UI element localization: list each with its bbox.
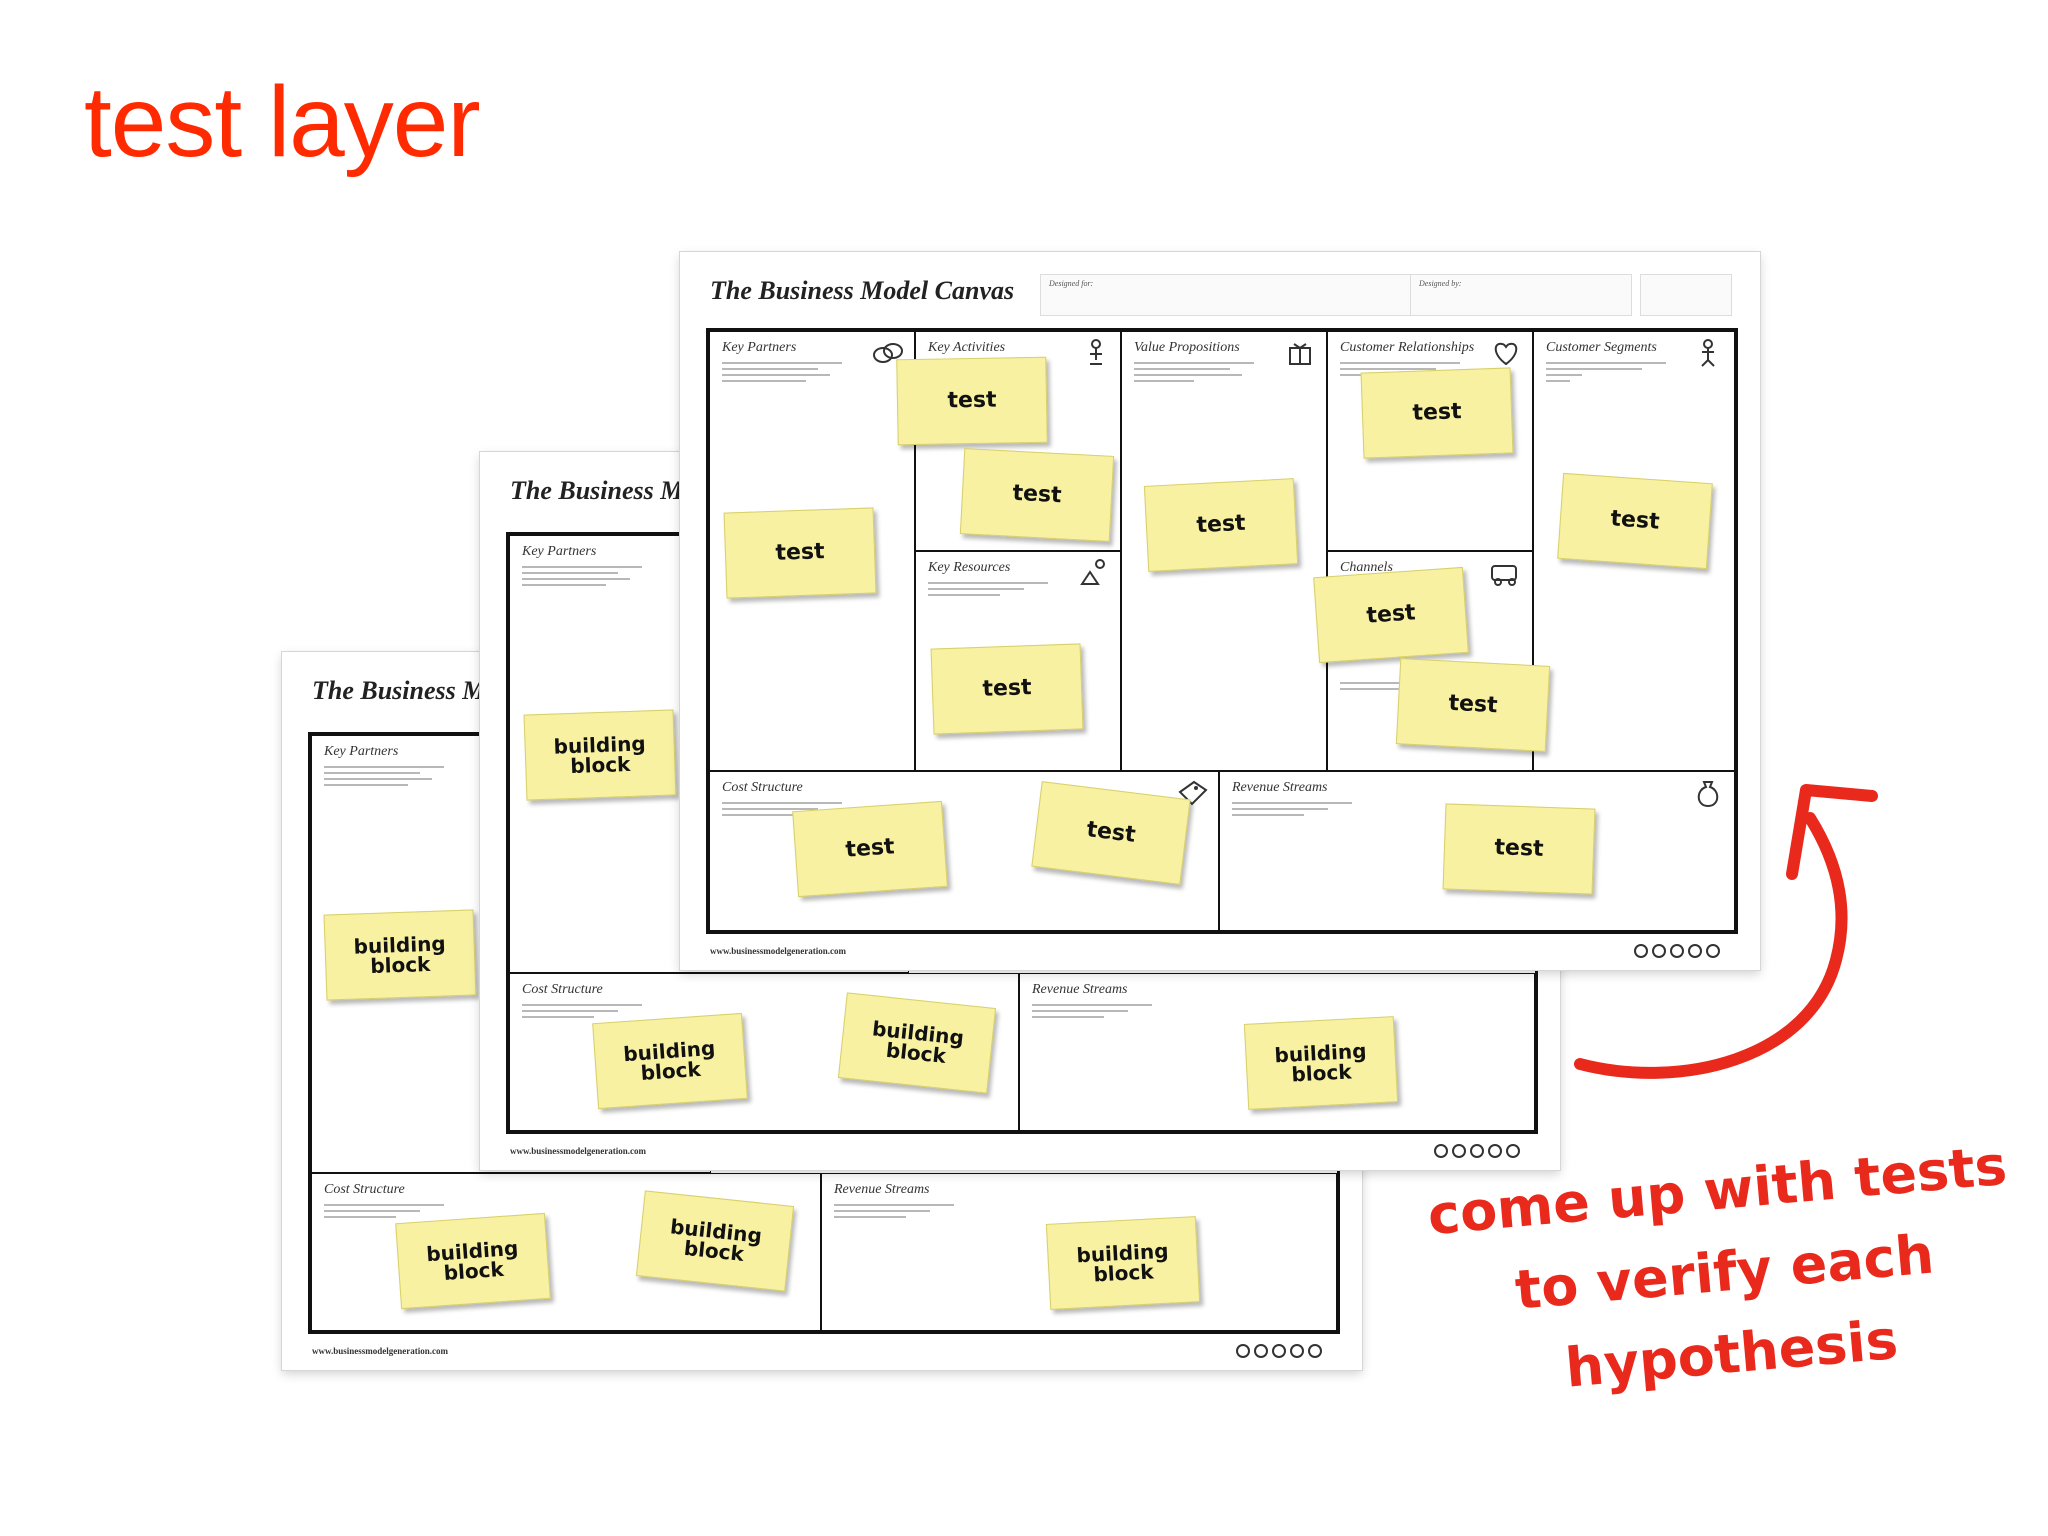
curved-arrow-icon: [1574, 784, 1878, 1079]
sticky-note: test: [1313, 566, 1469, 664]
slide-title: test layer: [84, 66, 481, 178]
block-key-resources: Key Resources: [915, 551, 1121, 771]
guide-text: [324, 766, 444, 790]
canvas-title: The Business M: [312, 676, 486, 705]
block-label: Key Resources: [928, 560, 1011, 575]
guide-text: [1032, 1004, 1152, 1022]
sticky-note: test: [930, 643, 1084, 735]
guide-text: [522, 1004, 642, 1022]
worker-icon: [1090, 339, 1102, 365]
guide-text: [324, 1204, 444, 1222]
person-icon: [1701, 339, 1715, 367]
block-label: Key Partners: [722, 340, 797, 355]
canvas-grid: Key Partners Key Activities Key Resource…: [706, 328, 1738, 934]
license-icons: [1236, 1344, 1322, 1358]
sticky-note: building block: [323, 909, 477, 1001]
date-box: [1640, 274, 1732, 316]
sticky-note: test: [1143, 478, 1299, 572]
designed-by-box: Designed by:: [1410, 274, 1632, 316]
block-label: Customer Relationships: [1340, 340, 1475, 355]
canvas-url: www.businessmodelgeneration.com: [710, 946, 847, 956]
block-label: Cost Structure: [522, 982, 603, 997]
designed-for-label: Designed for:: [1049, 279, 1094, 288]
sticky-note: test: [1031, 781, 1191, 885]
heart-icon: [1494, 342, 1518, 366]
sticky-note: building block: [395, 1212, 551, 1310]
block-label: Revenue Streams: [834, 1182, 930, 1197]
canvas-url: www.businessmodelgeneration.com: [510, 1146, 647, 1156]
truck-icon: [1491, 565, 1517, 586]
guide-text: [928, 582, 1048, 600]
license-icons: [1434, 1144, 1520, 1158]
guide-text: [1134, 362, 1254, 386]
designed-by-label: Designed by:: [1419, 279, 1462, 288]
sticky-note: building block: [592, 1012, 748, 1110]
guide-text: [722, 802, 842, 820]
sticky-note: test: [723, 507, 877, 599]
canvas-title: The Business Model Canvas: [710, 276, 1015, 305]
block-label: Revenue Streams: [1032, 982, 1128, 997]
sticky-note: test: [792, 800, 948, 898]
canvas-url: www.businessmodelgeneration.com: [312, 1346, 449, 1356]
gift-icon: [1289, 343, 1311, 365]
designed-for-box: Designed for:: [1040, 274, 1412, 316]
block-label: Value Propositions: [1134, 340, 1240, 355]
chain-icon: [873, 343, 903, 363]
block-revenue-streams: Revenue Streams: [1219, 771, 1735, 931]
block-revenue-streams: Revenue Streams: [821, 1173, 1337, 1331]
block-label: Customer Segments: [1546, 340, 1657, 355]
block-value-propositions: Value Propositions: [1121, 331, 1327, 771]
block-label: Cost Structure: [324, 1182, 405, 1197]
guide-text: [522, 566, 642, 590]
guide-text: [722, 362, 842, 386]
sticky-note: building block: [837, 992, 997, 1094]
sticky-note: building block: [1045, 1216, 1201, 1310]
sticky-note: test: [1395, 658, 1551, 752]
block-revenue-streams: Revenue Streams: [1019, 973, 1535, 1131]
guide-text: [834, 1204, 954, 1222]
sticky-note: building block: [635, 1190, 795, 1292]
sticky-note: test: [1557, 472, 1713, 570]
money-bag-icon: [1697, 781, 1719, 808]
block-label: Key Partners: [324, 744, 399, 759]
sticky-note: building block: [523, 709, 677, 801]
block-customer-segments: Customer Segments: [1533, 331, 1735, 771]
block-label: Channels: [1340, 560, 1393, 575]
block-label: Revenue Streams: [1232, 780, 1328, 795]
license-icons: [1634, 944, 1720, 958]
sticky-note: building block: [1243, 1016, 1399, 1110]
sticky-note: test: [959, 448, 1115, 542]
block-cost-structure: Cost Structure: [311, 1173, 821, 1331]
canvas-title: The Business M: [510, 476, 684, 505]
block-cost-structure: Cost Structure: [509, 973, 1019, 1131]
sticky-note: test: [1360, 367, 1514, 459]
guide-text: [1546, 362, 1666, 386]
block-cost-structure: Cost Structure: [709, 771, 1219, 931]
block-label: Cost Structure: [722, 780, 803, 795]
factory-worker-icon: [1080, 559, 1105, 585]
sticky-note: test: [896, 356, 1048, 446]
guide-text: [1232, 802, 1352, 820]
block-label: Key Activities: [928, 340, 1006, 355]
block-key-partners: Key Partners: [709, 331, 915, 771]
block-label: Key Partners: [522, 544, 597, 559]
